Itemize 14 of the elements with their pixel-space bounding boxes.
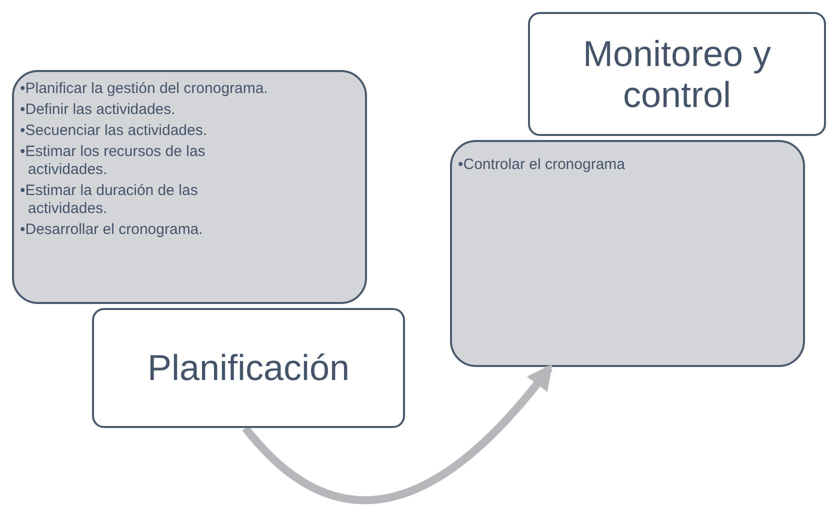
bullet-item: •Estimar los recursos de las actividades. — [20, 143, 206, 179]
bullet-item: •Planificar la gestión del cronograma. — [20, 80, 268, 98]
title-text: Planificación — [147, 347, 350, 389]
bullet-item: •Secuenciar las actividades. — [20, 122, 208, 140]
bullet-item: •Controlar el cronograma — [458, 156, 626, 174]
bullet-item: •Definir las actividades. — [20, 101, 176, 119]
bullet-item: •Estimar la duración de las actividades. — [20, 182, 199, 218]
title-box — [92, 308, 405, 428]
list-panel — [450, 140, 805, 367]
bullet-item: •Desarrollar el cronograma. — [20, 221, 204, 239]
title-box — [528, 12, 826, 136]
curved-arrow — [242, 364, 553, 504]
list-panel — [12, 70, 367, 304]
title-text: Monitoreo y control — [582, 32, 772, 116]
